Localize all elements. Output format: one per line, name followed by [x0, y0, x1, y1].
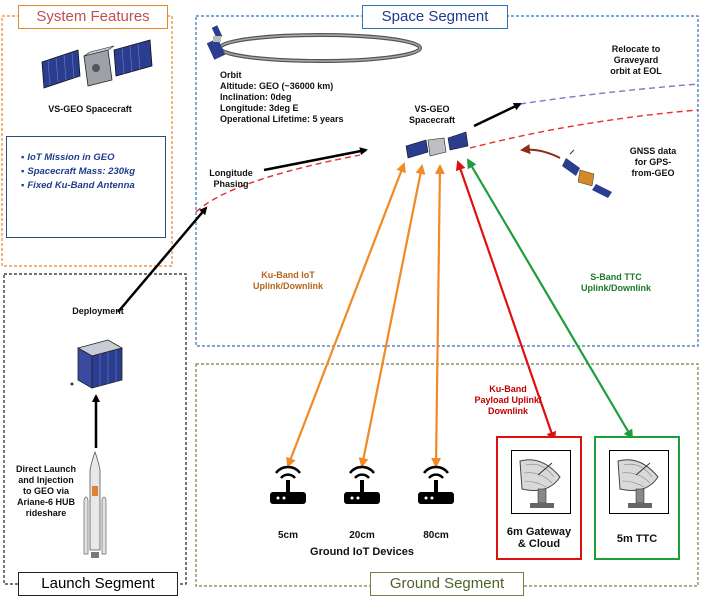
label-line: Uplink/Downlink [580, 283, 651, 293]
vs-geo-spacecraft-label: VS-GEO Spacecraft [392, 104, 472, 126]
ku-iot-link-label: Ku-Band IoT Uplink/Downlink [240, 270, 336, 292]
longitude-phasing-label: Longitude Phasing [200, 168, 262, 190]
orbit-line: Operational Lifetime: 5 years [220, 114, 344, 124]
label-line: & Cloud [517, 538, 561, 550]
label-line: orbit at EOL [610, 66, 662, 76]
iot-device-5cm-label: 5cm [277, 530, 298, 541]
label-line: from-GEO [631, 168, 675, 178]
s-band-link [466, 158, 634, 440]
ttc-label: 5m TTC [616, 533, 658, 545]
gnss-data-label: GNSS data for GPS- from-GEO [618, 146, 688, 179]
deployment-label: Deployment [72, 306, 124, 316]
orbit-line: Longitude: 3deg E [220, 103, 299, 113]
label-line: S-Band TTC [590, 272, 642, 282]
iot-device-20cm-label: 20cm [349, 530, 375, 541]
feature-item: IoT Mission in GEO [21, 151, 165, 165]
label-line: to GEO via [22, 486, 69, 496]
relocate-graveyard-label: Relocate to Graveyard orbit at EOL [596, 44, 676, 77]
label-line: for GPS- [634, 157, 672, 167]
vs-geo-spacecraft-icon [405, 131, 469, 159]
deployed-spacecraft-icon [70, 339, 124, 389]
features-list: IoT Mission in GEO Spacecraft Mass: 230k… [6, 136, 166, 238]
label-line: Direct Launch [15, 464, 76, 474]
space-segment-title: Space Segment [362, 5, 508, 29]
label-line: Spacecraft [408, 115, 456, 125]
ground-iot-devices-caption: Ground IoT Devices [310, 546, 414, 558]
label-line: rideshare [25, 508, 67, 518]
ku-iot-link-5cm [286, 162, 406, 468]
ttc-dish-frame [609, 450, 669, 514]
orbit-arc [195, 154, 361, 213]
orbit-line: Altitude: GEO (~36000 km) [220, 81, 334, 91]
graveyard-arc [519, 83, 699, 105]
label-line: and Injection [18, 475, 74, 485]
label-line: Graveyard [613, 55, 659, 65]
iot-device-80cm-label: 80cm [423, 530, 449, 541]
gnss-satellite-icon [562, 149, 612, 198]
satellite-dish-icon [617, 459, 659, 508]
features-spacecraft-caption: VS-GEO Spacecraft [48, 104, 132, 114]
gateway-label: 6m Gateway & Cloud [498, 526, 580, 550]
iot-device-5cm-icon [270, 465, 306, 504]
orbit-satellite-icon [206, 25, 226, 60]
iot-device-80cm-icon [418, 465, 454, 504]
orbit-details: Orbit Altitude: GEO (~36000 km) Inclinat… [220, 70, 390, 125]
deployment-arrow [117, 206, 208, 313]
label-line: Longitude [209, 168, 253, 178]
label-line: VS-GEO [414, 104, 450, 114]
label-line: Relocate to [611, 44, 661, 54]
graveyard-arrow [473, 102, 522, 128]
direct-launch-label: Direct Launch and Injection to GEO via A… [10, 464, 82, 519]
system-features-title: System Features [18, 5, 168, 29]
gateway-station: 6m Gateway & Cloud [496, 436, 582, 560]
launch-segment-title: Launch Segment [18, 572, 178, 596]
feature-item: Fixed Ku-Band Antenna [21, 179, 165, 193]
feature-item: Spacecraft Mass: 230kg [21, 165, 165, 179]
label-line: Phasing [213, 179, 249, 189]
ku-iot-link-80cm [431, 164, 445, 468]
phasing-arrow [263, 147, 368, 172]
label-line: Ariane-6 HUB [16, 497, 75, 507]
label-line: Ku-Band IoT [261, 270, 315, 280]
label-line: Downlink [488, 406, 528, 416]
orbit-line: Inclination: 0deg [220, 92, 292, 102]
label-line: Uplink/Downlink [252, 281, 323, 291]
ku-payload-link-label: Ku-Band Payload Uplink/ Downlink [460, 384, 556, 417]
label-line: 6m Gateway [506, 526, 572, 538]
iot-device-20cm-icon [344, 465, 380, 504]
satellite-dish-icon [519, 459, 561, 508]
ku-iot-link-20cm [358, 164, 426, 468]
features-spacecraft-icon [41, 39, 153, 89]
gnss-arrow [520, 144, 561, 159]
gateway-dish-frame [511, 450, 571, 514]
label-line: Ku-Band [489, 384, 527, 394]
label-line: Payload Uplink/ [474, 395, 542, 405]
ariane-6-rocket-icon [83, 450, 107, 558]
orbit-heading: Orbit [220, 70, 242, 80]
s-band-link-label: S-Band TTC Uplink/Downlink [568, 272, 664, 294]
ttc-station: 5m TTC [594, 436, 680, 560]
label-line: GNSS data [629, 146, 677, 156]
ground-segment-title: Ground Segment [370, 572, 524, 596]
